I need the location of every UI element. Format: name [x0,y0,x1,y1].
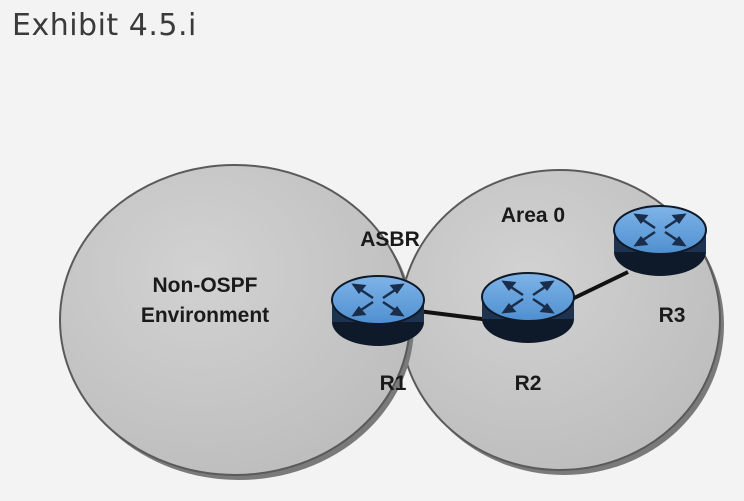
router-r1: ASBR R1 [331,228,425,395]
router-r3: R3 [613,205,707,327]
router-r2-name: R2 [515,372,542,395]
link-r2-r3 [569,270,629,302]
area0-label: Area 0 [501,204,565,227]
router-icon [481,272,575,343]
non-ospf-label-line2: Environment [141,304,269,327]
non-ospf-label-line1: Non-OSPF [153,274,258,297]
router-icon [331,275,425,346]
router-r3-name: R3 [659,304,686,327]
router-icon [613,205,707,276]
router-r2: R2 [481,272,575,395]
router-r1-role: ASBR [360,228,420,251]
router-r1-name: R1 [380,372,407,395]
exhibit-title: Exhibit 4.5.i [12,8,197,43]
